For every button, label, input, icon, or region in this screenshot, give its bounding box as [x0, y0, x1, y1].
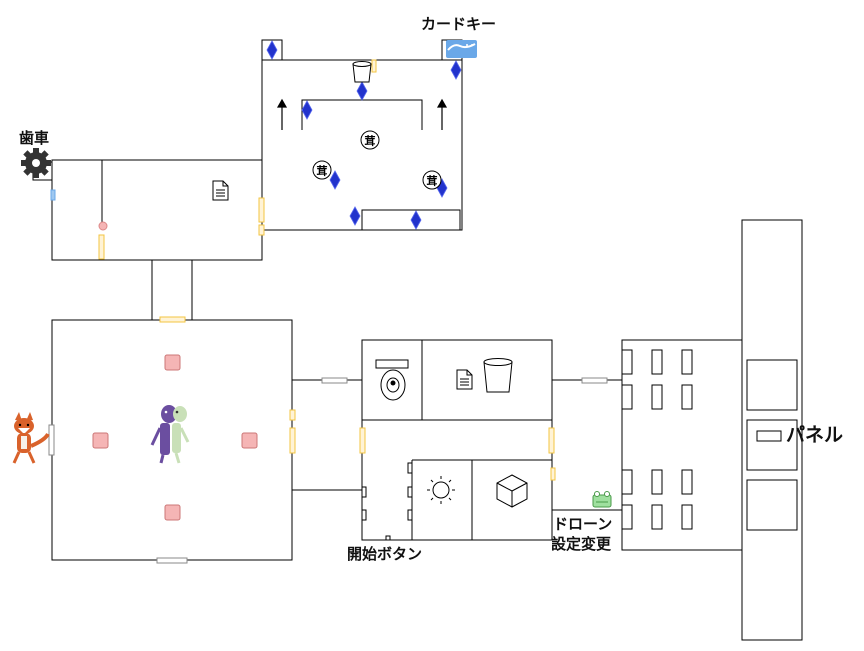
- room-top-left: [51, 159, 263, 261]
- document-icon[interactable]: [456, 369, 473, 390]
- svg-text:茸: 茸: [317, 164, 328, 178]
- start-button-label: 開始ボタン: [347, 545, 423, 563]
- pillars: [361, 349, 693, 541]
- door[interactable]: [289, 427, 296, 454]
- red-switch[interactable]: [98, 221, 108, 231]
- gray-door[interactable]: [321, 377, 348, 384]
- svg-text:茸: 茸: [427, 174, 438, 188]
- fox-character[interactable]: [12, 412, 50, 464]
- card-key-label: カードキー: [421, 15, 497, 33]
- gear-door[interactable]: [50, 189, 56, 201]
- crystal-icon[interactable]: [410, 210, 422, 230]
- door[interactable]: [289, 409, 296, 421]
- door[interactable]: [159, 316, 186, 323]
- door[interactable]: [98, 234, 105, 260]
- crystals: [266, 40, 462, 230]
- door[interactable]: [359, 427, 366, 454]
- door[interactable]: [258, 224, 265, 236]
- gear-label: 歯車: [19, 129, 50, 147]
- trap-icon[interactable]: 茸: [360, 130, 380, 150]
- door[interactable]: [550, 467, 556, 481]
- panel-slot: [756, 430, 782, 442]
- pressure-plate[interactable]: [164, 504, 181, 521]
- trap-icon[interactable]: 茸: [312, 160, 332, 180]
- bucket-icon[interactable]: [352, 61, 372, 83]
- panel-column: [741, 219, 803, 641]
- card-key-icon[interactable]: [446, 40, 477, 58]
- cube-icon[interactable]: [496, 474, 528, 508]
- toilet-icon[interactable]: [375, 359, 409, 401]
- crystal-icon[interactable]: [301, 100, 313, 120]
- pressure-plate[interactable]: [164, 354, 181, 371]
- monster-character[interactable]: [150, 405, 190, 464]
- pressure-plate[interactable]: [241, 432, 258, 449]
- gray-door[interactable]: [581, 377, 608, 384]
- gray-door[interactable]: [48, 424, 55, 456]
- pressure-plate[interactable]: [92, 432, 109, 449]
- crystal-icon[interactable]: [349, 206, 361, 226]
- gear-icon[interactable]: [21, 148, 51, 178]
- panel-label: パネル: [786, 424, 844, 446]
- svg-text:茸: 茸: [365, 134, 376, 148]
- document-icon[interactable]: [212, 180, 229, 201]
- crystal-icon[interactable]: [356, 81, 368, 101]
- drone-label-1: ドローン: [553, 515, 613, 533]
- door[interactable]: [548, 427, 555, 454]
- traps: 茸 茸 茸: [312, 130, 442, 190]
- trap-icon[interactable]: 茸: [422, 170, 442, 190]
- crystal-icon[interactable]: [266, 40, 278, 60]
- door[interactable]: [258, 197, 265, 223]
- door[interactable]: [371, 59, 377, 73]
- drone-icon[interactable]: [592, 491, 612, 508]
- bucket-icon[interactable]: [483, 358, 513, 393]
- gray-door[interactable]: [156, 557, 188, 564]
- drone-label-2: 設定変更: [551, 535, 612, 553]
- sun-icon[interactable]: [427, 476, 455, 504]
- crystal-icon[interactable]: [450, 60, 462, 80]
- crystal-icon[interactable]: [329, 170, 341, 190]
